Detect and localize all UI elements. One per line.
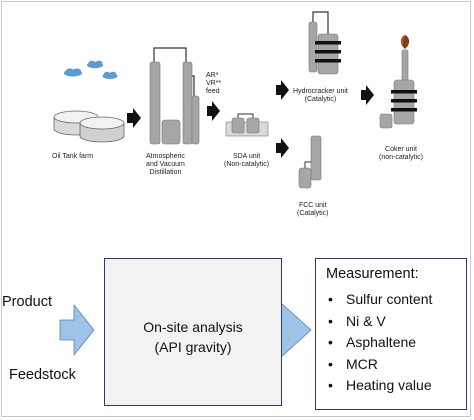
coker-equipment bbox=[379, 35, 417, 129]
distillation-label: Atmospheric and Vacuum Distillation bbox=[146, 153, 185, 176]
hydrocracker-equipment bbox=[308, 11, 341, 75]
coker-label: Coker unit (non-catalytic) bbox=[379, 146, 423, 161]
measurement-item: Sulfur content bbox=[328, 289, 432, 311]
sda-label: SDA unit (Non-catalytic) bbox=[224, 153, 270, 168]
process-arrows bbox=[127, 80, 374, 158]
measurement-box: Measurement: Sulfur content Ni & V Aspha… bbox=[315, 258, 467, 410]
measurement-item: Asphaltene bbox=[328, 332, 432, 354]
measurement-list: Sulfur content Ni & V Asphaltene MCR Hea… bbox=[328, 289, 432, 397]
measurement-item: MCR bbox=[328, 354, 432, 376]
distillation-columns bbox=[149, 47, 200, 145]
onsite-analysis-box: On-site analysis (API gravity) bbox=[104, 258, 282, 406]
fcc-label: FCC unit (Catalytic) bbox=[297, 202, 329, 217]
hydrocracker-label: Hydrocracker unit (Catalytic) bbox=[293, 88, 348, 103]
measurement-item: Heating value bbox=[328, 375, 432, 397]
feed-label: AR* VR** feed bbox=[206, 72, 222, 95]
measurement-item: Ni & V bbox=[328, 311, 432, 333]
oil-tanks bbox=[53, 110, 125, 143]
fcc-equipment bbox=[298, 135, 322, 189]
measurement-title: Measurement: bbox=[326, 266, 419, 282]
product-label: Product bbox=[2, 294, 52, 310]
onsite-analysis-text: On-site analysis (API gravity) bbox=[143, 319, 243, 355]
sda-equipment bbox=[225, 113, 269, 137]
feedstock-label: Feedstock bbox=[9, 367, 76, 383]
clouds bbox=[64, 60, 118, 79]
oil-tank-farm-label: Oil Tank farm bbox=[52, 153, 94, 160]
